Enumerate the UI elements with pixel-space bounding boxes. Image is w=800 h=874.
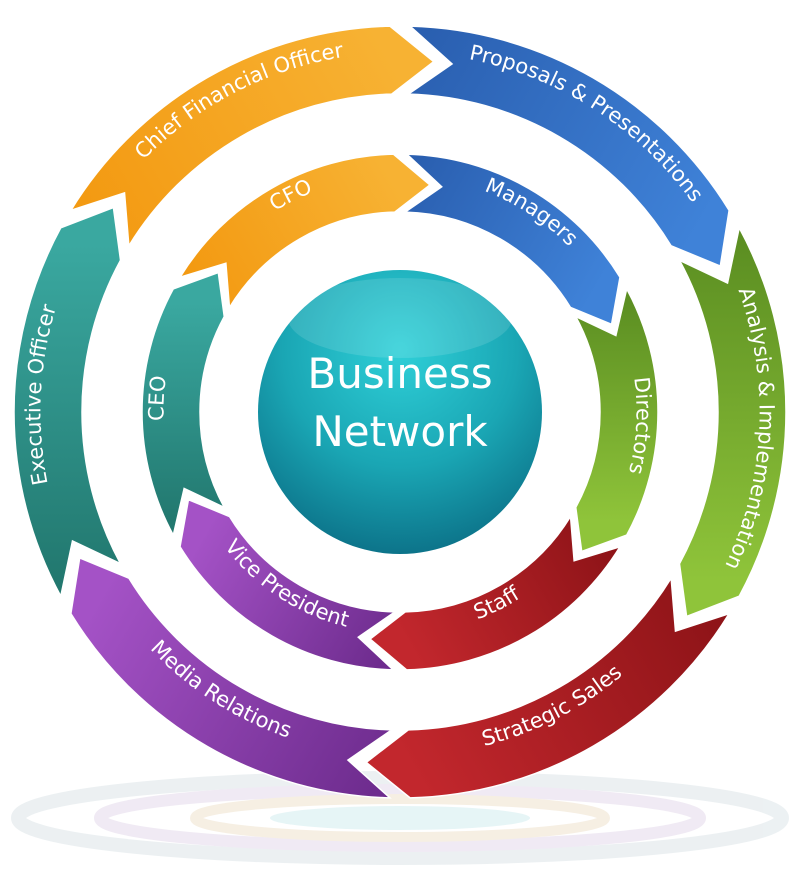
center-title-line2: Network [312, 407, 488, 456]
inner-segment-staff [368, 514, 622, 671]
center-highlight [288, 278, 512, 358]
inner-segment-cfo [178, 153, 432, 310]
inner-segment-vice-president [179, 498, 398, 671]
inner-segment-ceo-label: CEO [144, 374, 171, 421]
outer-segment-strategic-sales [365, 575, 731, 799]
outer-segment-media-relations [70, 556, 394, 799]
center-hub: Business Network [258, 270, 542, 554]
inner-segment-directors [574, 286, 659, 553]
outer-segment-analysis-and-implementation [677, 225, 787, 618]
outer-segment-chief-financial-officer [69, 25, 435, 249]
inner-segment-ceo [141, 271, 226, 538]
outer-segment-executive-officer [13, 206, 123, 599]
outer-segment-proposals-and-presentations [406, 25, 730, 268]
center-title-line1: Business [307, 349, 492, 398]
inner-segment-managers [402, 153, 621, 326]
center-circle [258, 270, 542, 554]
